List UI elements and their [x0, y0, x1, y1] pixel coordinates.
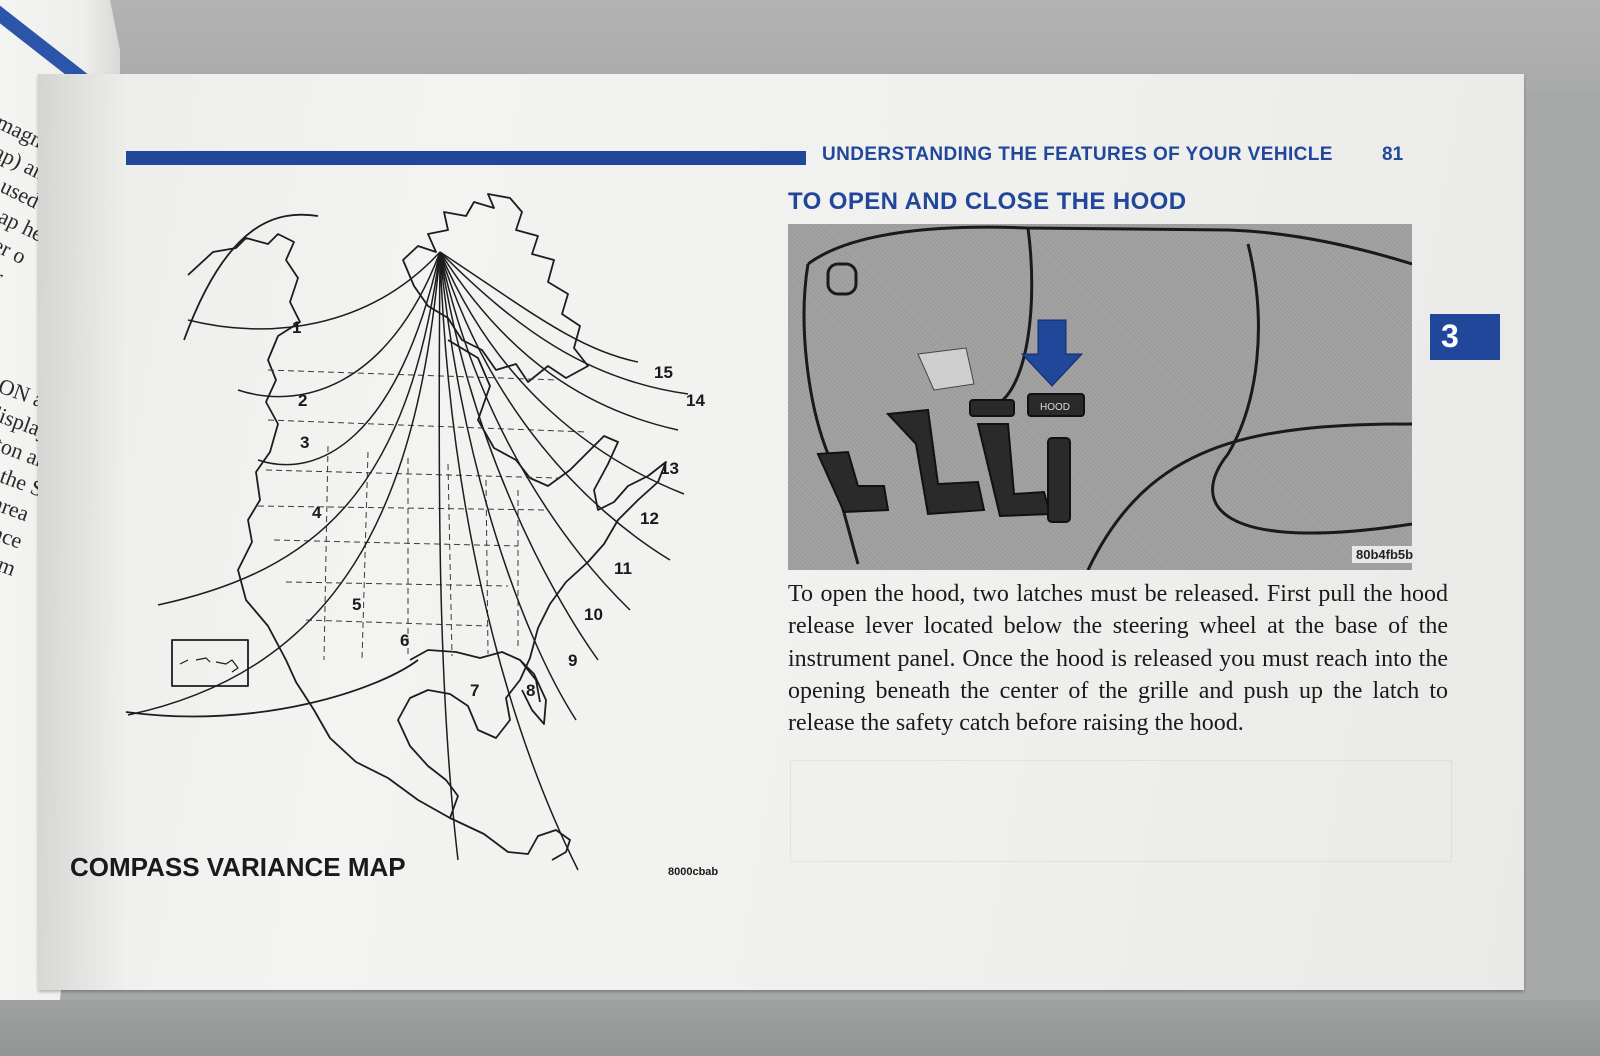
zone-label: 2 [298, 391, 307, 410]
isogonic-line [439, 251, 631, 611]
header-rule [126, 151, 806, 165]
accelerator [1047, 437, 1071, 523]
hood-release-illustration: HOOD [802, 225, 1412, 570]
state-border [267, 369, 559, 381]
vent [826, 262, 858, 296]
isogonic-line [157, 251, 441, 606]
isogonic-line [439, 251, 679, 431]
photo-figure-code: 80b4fb5b [1352, 546, 1418, 563]
isogonic-line [439, 251, 671, 561]
zone-label: 14 [686, 391, 705, 410]
isogonic-line [439, 251, 577, 721]
hudson-bay [397, 339, 667, 819]
page-fold-shadow [38, 74, 128, 990]
zone-label: 9 [568, 651, 577, 670]
down-arrow-icon [1020, 319, 1084, 387]
arctic-islands [402, 193, 589, 383]
state-border [447, 463, 453, 657]
isogonic-line [439, 251, 579, 871]
isogonic-line [187, 251, 441, 330]
zone-label: 11 [614, 559, 632, 578]
column [997, 227, 1034, 406]
isogonic-line [439, 251, 639, 363]
isogonic-line [439, 251, 685, 495]
state-border [273, 539, 519, 547]
zone-label: 13 [660, 459, 679, 478]
zone-label: 8 [526, 681, 535, 700]
isogonic-line [257, 251, 441, 466]
map-caption: COMPASS VARIANCE MAP [70, 852, 406, 882]
state-border [267, 419, 589, 433]
compass-variance-map: 1 2 3 4 5 6 7 8 9 10 11 12 13 14 15 [125, 193, 705, 871]
zone-label: 5 [352, 595, 361, 614]
state-border [485, 479, 489, 655]
hood-instructions: To open the hood, two latches must be re… [788, 581, 1448, 737]
page-number: 81 [1382, 144, 1404, 165]
dash-edge [807, 225, 1412, 266]
chapter-tab: 3 [1430, 314, 1500, 360]
state-border [305, 619, 489, 627]
brake-pedal [885, 408, 986, 516]
florida [519, 659, 547, 725]
zone-label: 10 [584, 605, 603, 624]
running-header: UNDERSTANDING THE FEATURES OF YOUR VEHIC… [822, 144, 1333, 165]
seat [1086, 422, 1412, 570]
desk-background-bottom [0, 1000, 1600, 1056]
console [1211, 243, 1412, 535]
hood-release-photo: HOOD [788, 224, 1412, 570]
boundary-arc [125, 659, 419, 718]
pedal-highlight [917, 347, 975, 391]
zone-label: 6 [400, 631, 409, 650]
zone-label: 3 [300, 433, 309, 452]
clutch-pedal [816, 450, 890, 514]
isogonic-line [127, 251, 441, 716]
parking-release [969, 399, 1015, 417]
zone-label: 15 [654, 363, 673, 382]
state-border [265, 469, 559, 479]
state-border [323, 445, 329, 661]
state-border [285, 581, 509, 587]
isogonic-line [438, 251, 459, 861]
section-heading: TO OPEN AND CLOSE THE HOOD [788, 188, 1187, 215]
isogonic-line [439, 251, 689, 395]
hawaii-inset [171, 639, 249, 687]
zone-label: 4 [312, 503, 322, 522]
state-border [257, 505, 549, 511]
isogonic-line [439, 251, 599, 661]
continent-outline [187, 233, 571, 861]
hood-release-lever [1027, 393, 1085, 417]
map-figure-code: 8000cbab [668, 866, 719, 878]
isogonic-line [237, 251, 441, 398]
hood-lever-label: HOOD [1040, 402, 1070, 413]
chapter-tab-number: 3 [1441, 318, 1459, 354]
zone-label: 1 [292, 318, 301, 337]
gas-pedal [976, 423, 1052, 518]
boundary-arc [183, 213, 319, 341]
hawaii-islands [179, 657, 239, 673]
show-through-box [790, 760, 1452, 862]
zone-label: 7 [470, 681, 479, 700]
state-border [361, 451, 369, 661]
dash-panel [802, 263, 860, 565]
zone-label: 12 [640, 509, 659, 528]
gulf-coast [409, 649, 541, 703]
